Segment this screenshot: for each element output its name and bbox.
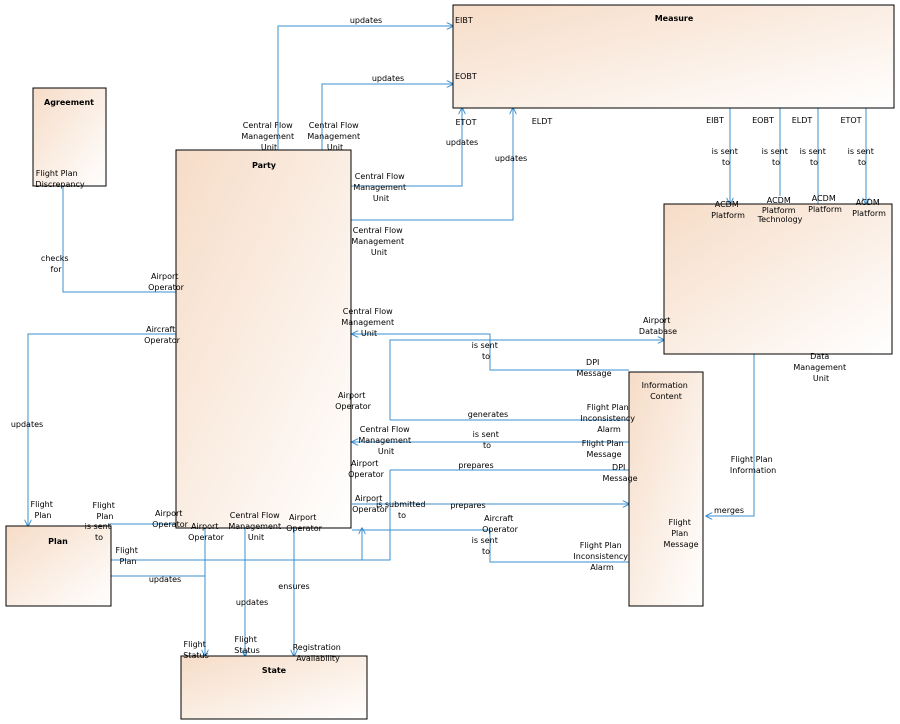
entity-plan[interactable]: Plan (5, 525, 112, 607)
label-flight-plan-message: Flight Plan Message (663, 518, 698, 549)
plan-title: Plan (48, 537, 68, 546)
label-updates: updates (446, 138, 478, 147)
label-dpi-message: DPI Message (576, 358, 611, 378)
connector-db-link (389, 340, 664, 420)
label-flight-plan-discrepancy: Flight Plan Discrepancy (35, 169, 84, 189)
label-eobt: EOBT (455, 72, 477, 81)
label-updates: updates (11, 420, 43, 429)
measure-title: Measure (655, 14, 694, 23)
label-fp-inconsistency-alarm: Flight Plan Inconsistency Alarm (573, 541, 630, 572)
label-flight-plan-message: Flight Plan Message (582, 439, 626, 459)
label-prepares: prepares (458, 461, 493, 470)
label-airport-operator: Airport Operator (188, 522, 225, 542)
label-airport-operator: Airport Operator (152, 509, 189, 529)
label-eldt: ELDT (532, 117, 553, 126)
label-airport-operator: Airport Operator (286, 513, 323, 533)
entity-agreement[interactable]: Agreement (32, 87, 107, 187)
label-acdm-platform: ACDM Platform (852, 198, 886, 218)
information-content-title: Information Content (642, 381, 691, 401)
label-updates: updates (372, 74, 404, 83)
label-aircraft-operator: Aircraft Operator (482, 514, 519, 534)
entity-data-management-unit[interactable]: Data Management Unit (663, 203, 893, 383)
label-cfmu: Central Flow Management Unit (228, 511, 283, 542)
label-acdm-platform: ACDM Platform (808, 194, 842, 214)
label-is-sent-to: is sent to (85, 522, 114, 542)
label-acdm-platform-technology: ACDM Platform Technology (757, 196, 803, 224)
agreement-title: Agreement (44, 98, 94, 107)
entity-party[interactable]: Party (175, 149, 352, 529)
label-cfmu: Central Flow Management Unit (353, 172, 408, 203)
label-acdm-platform: ACDM Platform (711, 200, 745, 220)
entity-information-content[interactable]: Information Content (628, 371, 704, 607)
label-flight-plan: Flight Plan (116, 546, 141, 566)
connector-updates-etot (350, 108, 462, 187)
label-cfmu: Central Flow Management Unit (341, 307, 396, 338)
label-eldt: ELDT (792, 116, 813, 125)
label-dpi-message: DPI Message (602, 463, 637, 483)
label-is-sent-to: is sent to (762, 147, 791, 167)
label-eibt: EIBT (706, 116, 724, 125)
connector-submitted (362, 470, 391, 561)
connector-merges (706, 354, 755, 516)
label-etot: ETOT (840, 116, 861, 125)
label-cfmu: Central Flow Management Unit (307, 121, 362, 152)
labels: updates updates EIBT EOBT ETOT ELDT upda… (11, 16, 886, 663)
label-flight-status: Flight Status (234, 635, 260, 655)
label-flight-status: Flight Status (183, 640, 209, 660)
label-eibt: EIBT (455, 16, 473, 25)
label-etot: ETOT (455, 118, 476, 127)
label-airport-database: Airport Database (639, 316, 677, 336)
connector-updates-eldt (350, 108, 513, 221)
label-cfmu: Central Flow Management Unit (241, 121, 296, 152)
label-prepares: prepares (450, 501, 485, 510)
connector-updates-eobt (321, 84, 453, 150)
party-title: Party (252, 161, 277, 170)
label-is-sent-to: is sent to (800, 147, 829, 167)
label-generates: generates (468, 410, 508, 419)
connectors (28, 26, 866, 656)
connector-checks-for (62, 186, 176, 293)
label-airport-operator: Airport Operator (148, 272, 185, 292)
connector-dpi-sent-db (352, 334, 629, 371)
label-aircraft-operator: Aircraft Operator (144, 325, 181, 345)
connector-updates-plan-left (28, 333, 176, 526)
label-is-sent-to: is sent to (472, 341, 501, 361)
label-registration-availability: Registration Availability (293, 643, 344, 663)
label-merges: merges (714, 506, 744, 515)
connector-alarm-sent (352, 529, 629, 563)
label-flight-plan: Flight Plan (93, 501, 118, 521)
label-fp-inconsistency-alarm: Flight Plan Inconsistency Alarm (580, 403, 637, 434)
entity-state[interactable]: State (180, 655, 368, 720)
label-is-sent-to: is sent to (473, 430, 502, 450)
dmu-title: Data Management Unit (793, 352, 848, 383)
label-checks-for: checks for (41, 254, 71, 274)
label-airport-operator: Airport Operator (348, 459, 385, 479)
label-is-sent-to: is sent to (848, 147, 877, 167)
label-updates: updates (236, 598, 268, 607)
label-cfmu: Central Flow Management Unit (358, 425, 413, 456)
state-title: State (262, 666, 287, 675)
label-updates: updates (149, 575, 181, 584)
entity-measure[interactable]: Measure (452, 4, 895, 109)
label-airport-operator: Airport Operator (352, 494, 389, 514)
label-is-submitted-to: is submitted to (376, 500, 428, 520)
label-flight-plan: Flight Plan (31, 500, 56, 520)
label-updates: updates (350, 16, 382, 25)
label-flight-plan-information: Flight Plan Information (730, 455, 776, 475)
label-eobt: EOBT (752, 116, 774, 125)
label-is-sent-to: is sent to (712, 147, 741, 167)
connector-updates-eibt (277, 26, 453, 150)
label-is-sent-to: is sent to (472, 536, 501, 556)
label-ensures: ensures (278, 582, 309, 591)
label-airport-operator: Airport Operator (335, 391, 372, 411)
label-cfmu: Central Flow Management Unit (351, 226, 406, 257)
label-updates: updates (495, 154, 527, 163)
